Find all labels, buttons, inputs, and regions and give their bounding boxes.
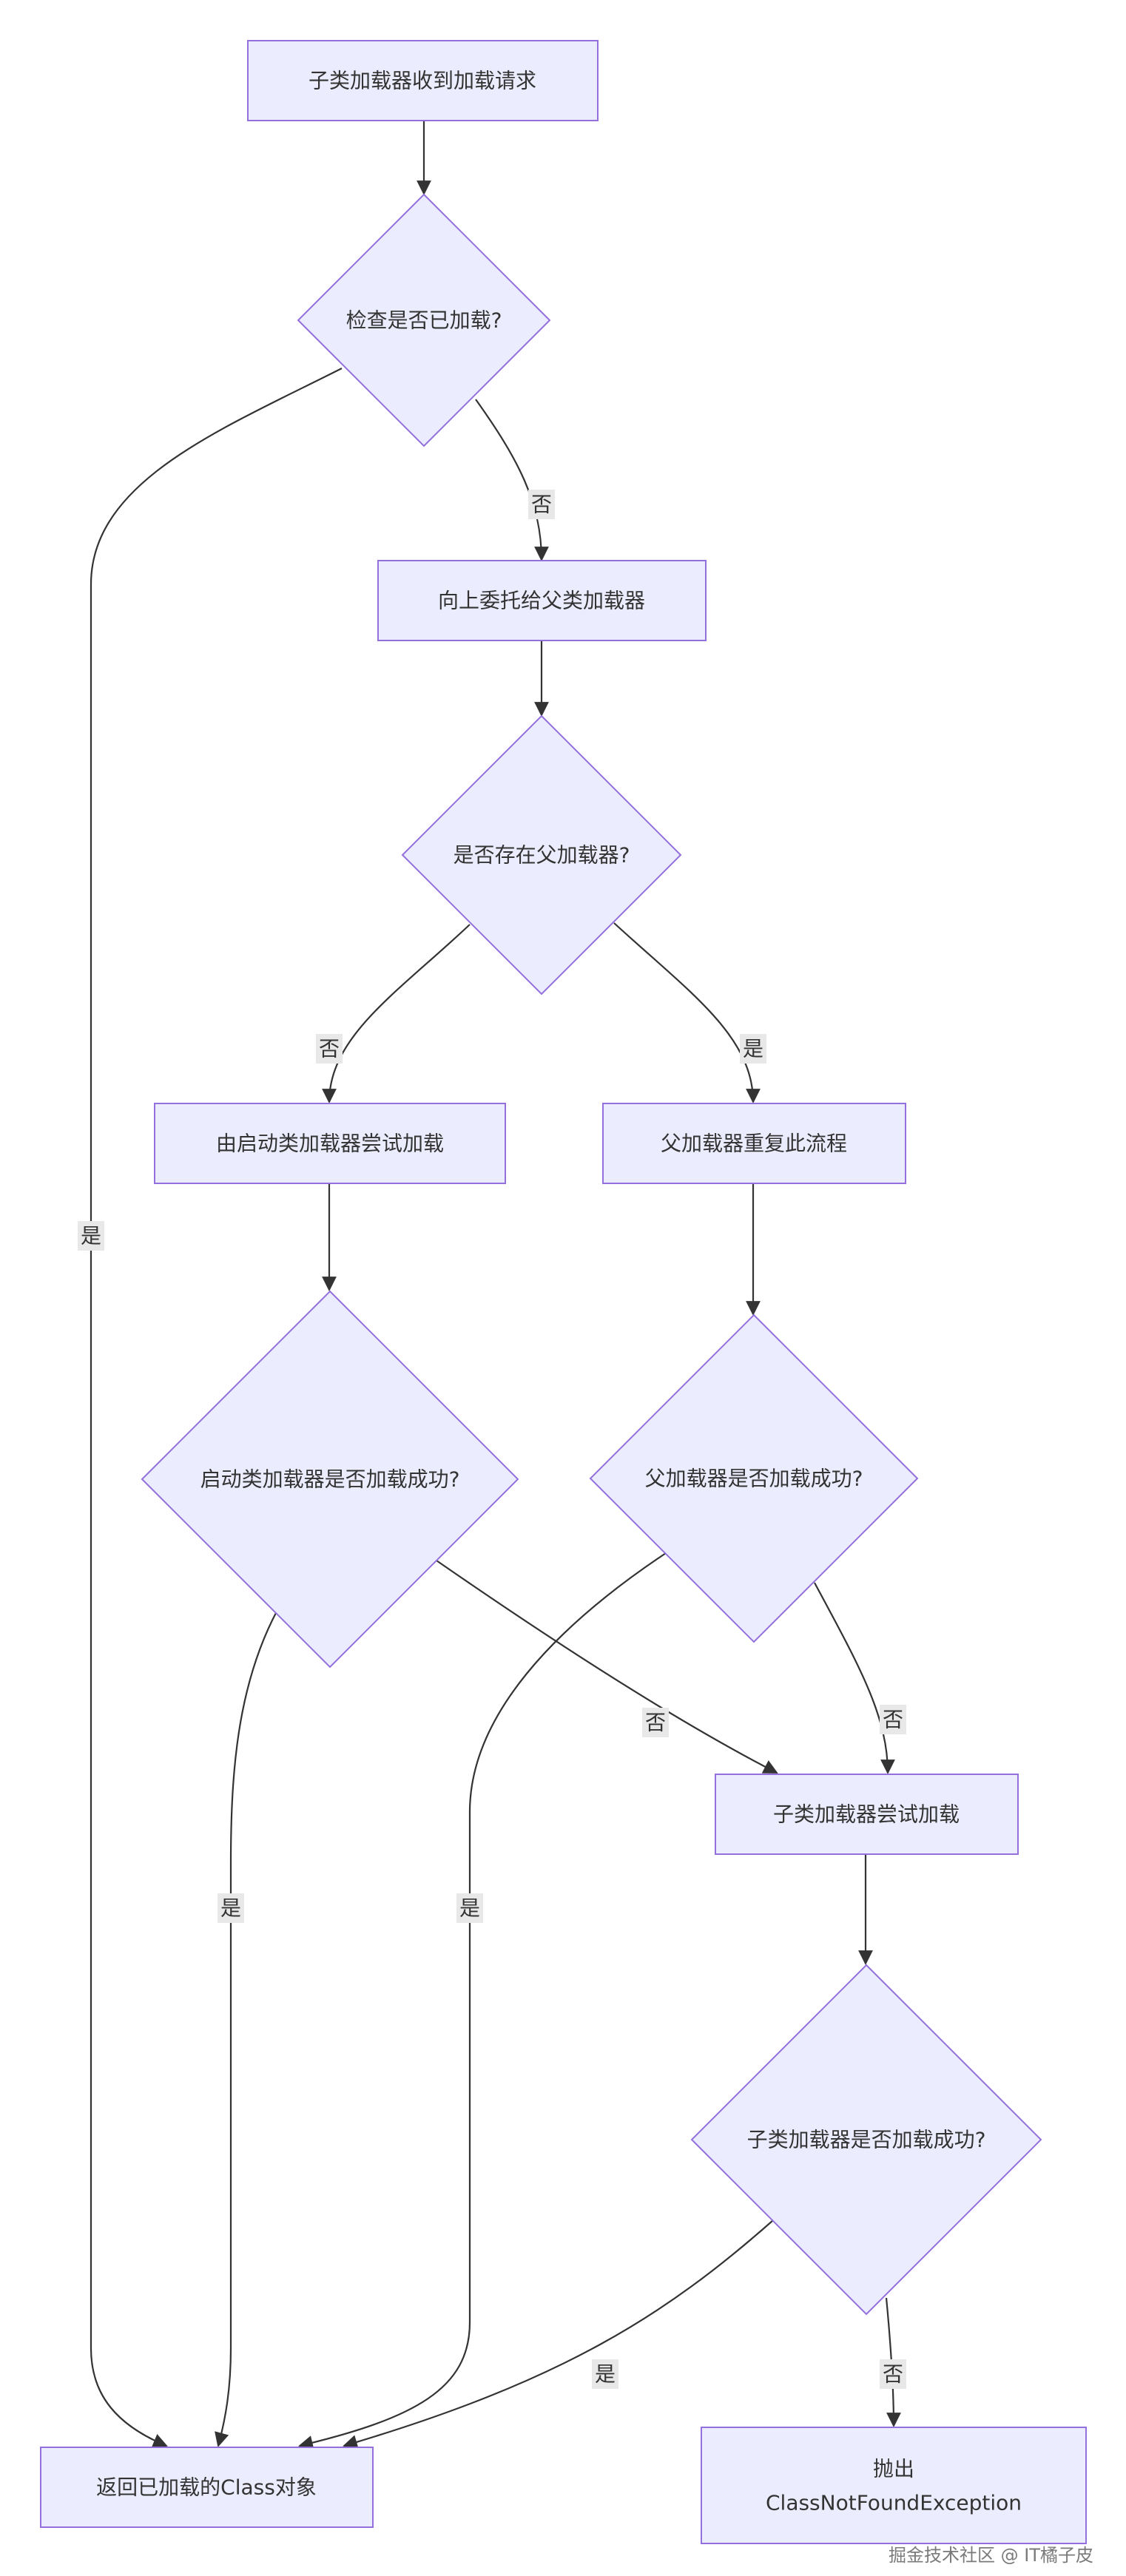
edge-hasparent-to-parent-yes [613,922,761,1103]
edge-check-to-return-yes [90,368,343,2448]
decision-child-success-label: 子类加载器是否加载成功? [747,2128,986,2152]
edges [90,121,901,2450]
watermark: 掘金技术社区 @ IT橘子皮 [889,2545,1093,2566]
edge-childsuccess-to-return-yes [343,2220,774,2450]
label-no: 否 [883,2362,903,2387]
decision-has-parent: 是否存在父加载器? [401,714,682,995]
node-return-class: 返回已加载的Class对象 [40,2447,374,2528]
edge-label-bootsuccess-no: 否 [642,1708,669,1737]
node-return-class-label: 返回已加载的Class对象 [96,2475,317,2500]
node-receive-request: 子类加载器收到加载请求 [247,40,599,121]
node-throw-exception-line2: ClassNotFoundException [766,2491,1022,2515]
node-throw-exception-line1: 抛出 [873,2457,914,2481]
decision-bootstrap-success-label: 启动类加载器是否加载成功? [200,1467,460,1492]
edge-label-childsuccess-yes: 是 [592,2359,618,2389]
edge-label-check-yes: 是 [78,1221,104,1251]
decision-check-loaded-label: 检查是否已加载? [346,308,502,333]
edge-parentsuccess-to-return-yes [298,1552,667,2450]
label-no: 否 [531,493,552,517]
edge-bootsuccess-to-return-yes [215,1609,278,2447]
label-yes: 是 [81,1224,101,1248]
label-no: 否 [319,1037,340,1061]
decision-parent-success-label: 父加载器是否加载成功? [645,1467,863,1491]
edge-label-parentsuccess-no: 否 [880,1705,906,1734]
node-bootstrap-try: 由启动类加载器尝试加载 [154,1103,506,1184]
edge-parentsuccess-to-child-no [814,1582,895,1774]
decision-parent-success: 父加载器是否加载成功? [589,1314,919,1643]
node-delegate-parent-label: 向上委托给父类加载器 [438,589,645,613]
decision-has-parent-label: 是否存在父加载器? [454,843,630,868]
edge-label-hasparent-no: 否 [316,1034,343,1064]
label-yes: 是 [459,1896,480,1921]
nodes: 子类加载器收到加载请求 检查是否已加载? 向上委托给父类加载器 是否存在父加载器… [40,40,1087,2544]
node-parent-repeat-label: 父加载器重复此流程 [661,1132,847,1156]
decision-child-success: 子类加载器是否加载成功? [690,1964,1042,2316]
label-yes: 是 [595,2362,616,2387]
decision-bootstrap-success: 启动类加载器是否加载成功? [141,1290,519,1669]
edge-bootsuccess-to-child-no [436,1560,778,1774]
node-parent-repeat: 父加载器重复此流程 [602,1103,906,1184]
edge-labels: 否 是 否 是 否 否 是 是 [78,490,906,2389]
node-receive-request-label: 子类加载器收到加载请求 [309,69,536,93]
edge-label-childsuccess-no: 否 [880,2359,906,2389]
label-yes: 是 [220,1896,241,1921]
edge-hasparent-to-bootstrap-no [322,924,471,1103]
node-delegate-parent: 向上委托给父类加载器 [377,560,707,641]
label-yes: 是 [743,1037,763,1061]
decision-check-loaded: 检查是否已加载? [297,193,551,447]
edge-label-bootsuccess-yes: 是 [218,1893,244,1923]
edge-label-check-no: 否 [528,490,555,519]
edge-check-to-delegate-no [475,399,549,561]
node-throw-exception: 抛出 ClassNotFoundException [701,2427,1087,2544]
edge-label-hasparent-yes: 是 [740,1034,766,1064]
node-child-try: 子类加载器尝试加载 [715,1774,1019,1855]
edge-label-parentsuccess-yes: 是 [456,1893,483,1923]
node-child-try-label: 子类加载器尝试加载 [773,1802,960,1827]
node-bootstrap-try-label: 由启动类加载器尝试加载 [216,1132,444,1156]
label-no: 否 [883,1708,903,1732]
label-no: 否 [645,1711,666,1735]
